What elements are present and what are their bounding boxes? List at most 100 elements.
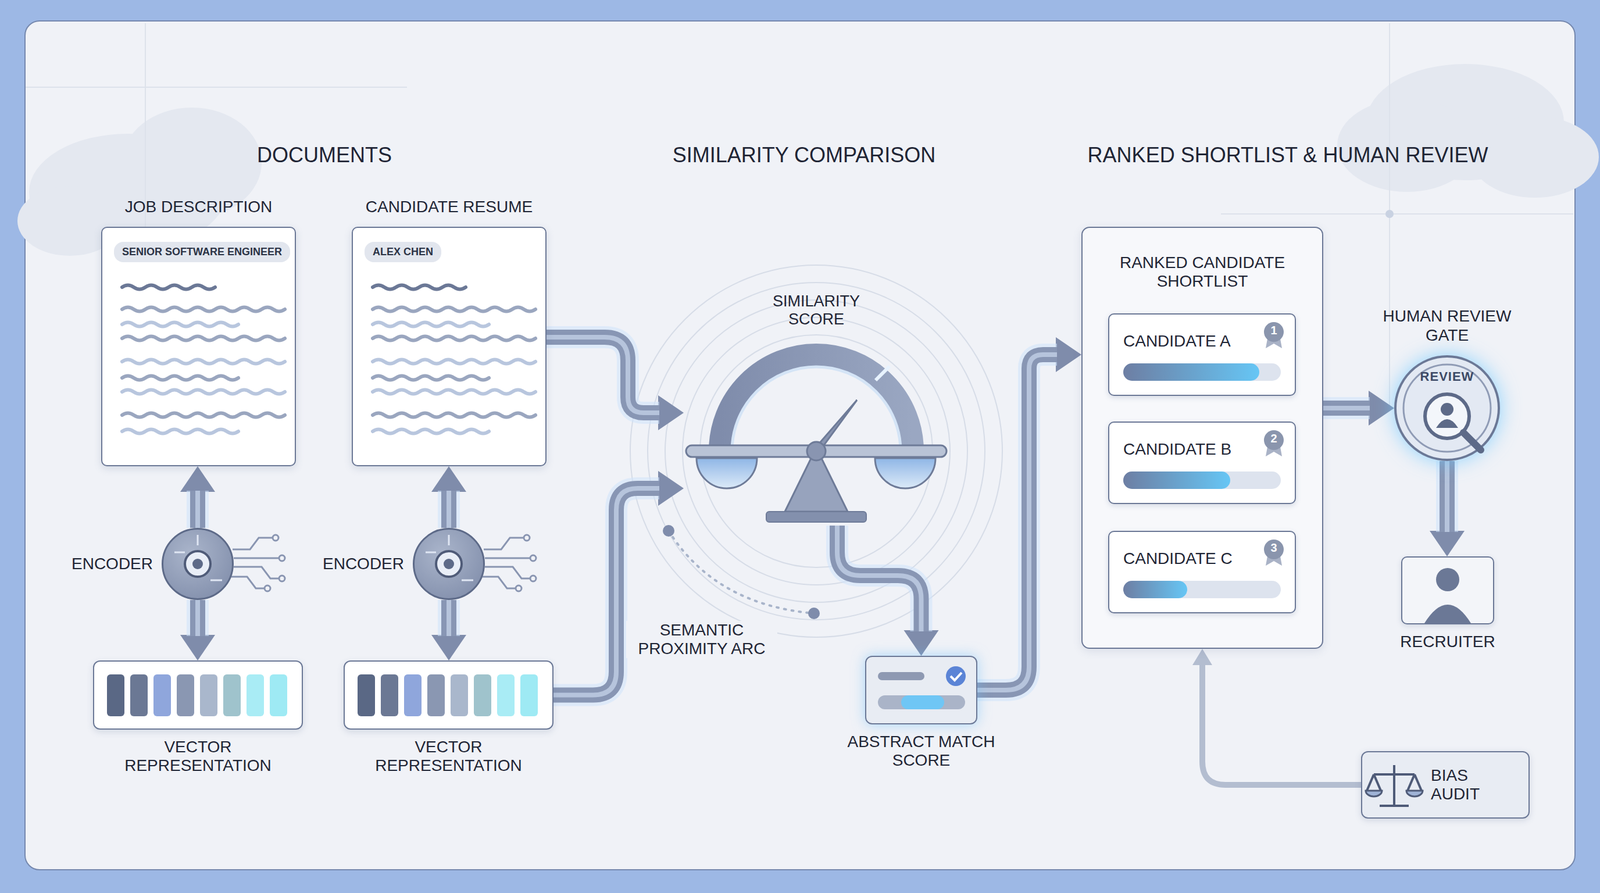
doc-node: CANDIDATE RESUMEALEX CHEN bbox=[351, 226, 547, 467]
connector-core bbox=[553, 488, 660, 696]
connector-glow bbox=[553, 488, 660, 696]
node-icon bbox=[163, 529, 232, 599]
text-wave bbox=[122, 307, 285, 312]
recruiter-label: RECRUITER bbox=[1400, 632, 1495, 652]
score-label: ABSTRACT MATCH SCORE bbox=[843, 732, 1000, 771]
person-head bbox=[1436, 568, 1460, 592]
connector-glow bbox=[837, 525, 922, 632]
connector-core bbox=[195, 600, 200, 637]
arrow-head bbox=[180, 466, 216, 492]
encoder-trace bbox=[174, 534, 223, 581]
connector-line bbox=[977, 354, 1057, 691]
cand-node: CANDIDATE A 1 bbox=[1108, 313, 1296, 396]
connector-glow bbox=[437, 490, 460, 528]
enc-node: ENCODER bbox=[412, 527, 485, 600]
text-wave bbox=[372, 322, 489, 327]
person-head bbox=[1440, 402, 1454, 416]
node-icon bbox=[1362, 752, 1427, 818]
node-icon bbox=[352, 227, 548, 468]
flow-connector bbox=[553, 470, 684, 696]
scale-pan bbox=[1365, 790, 1423, 797]
connector-core bbox=[837, 525, 922, 632]
score-fill bbox=[901, 695, 945, 710]
connector-core bbox=[977, 354, 1057, 691]
check-mark bbox=[950, 672, 962, 681]
scale-icon bbox=[1366, 765, 1422, 806]
lens-handle bbox=[1463, 432, 1481, 450]
person-body bbox=[1436, 419, 1459, 428]
scale-figure bbox=[686, 355, 947, 523]
section-header: SIMILARITY COMPARISON bbox=[542, 143, 1066, 168]
node-icon bbox=[866, 656, 979, 726]
connector-line bbox=[441, 600, 457, 637]
arrow-head bbox=[1055, 337, 1082, 373]
gate-title: HUMAN REVIEW GATE bbox=[1365, 306, 1529, 345]
text-wave bbox=[122, 359, 285, 364]
doc-node: JOB DESCRIPTIONSENIOR SOFTWARE ENGINEER bbox=[101, 226, 296, 467]
vector-cell bbox=[153, 674, 171, 717]
arrow-head bbox=[658, 470, 684, 506]
rank-number: 3 bbox=[1263, 541, 1285, 555]
arrow-head bbox=[431, 466, 467, 492]
scale-label: SIMILARITY SCORE bbox=[752, 292, 881, 330]
candidate-name: CANDIDATE C bbox=[1123, 549, 1233, 569]
section-header: RANKED SHORTLIST & HUMAN REVIEW bbox=[1026, 143, 1550, 168]
arrow-head bbox=[1429, 530, 1465, 557]
connector-line bbox=[546, 337, 660, 413]
encoder-label: ENCODER bbox=[71, 554, 153, 574]
connector-core bbox=[1323, 405, 1370, 411]
score-line bbox=[877, 672, 925, 681]
section-header: DOCUMENTS bbox=[62, 143, 587, 168]
flow-connector bbox=[180, 466, 216, 528]
audit-connector bbox=[1192, 648, 1362, 785]
scale-node: SIMILARITY SCORE bbox=[683, 295, 949, 526]
candidate-name: CANDIDATE A bbox=[1123, 331, 1231, 351]
review-node: HUMAN REVIEW GATEREVIEW bbox=[1394, 355, 1500, 462]
text-wave bbox=[372, 429, 489, 434]
vector-cell bbox=[176, 674, 195, 717]
vector-label: VECTOR REPRESENTATION bbox=[355, 737, 542, 776]
vector-cell bbox=[106, 674, 125, 717]
node-icon bbox=[414, 529, 484, 599]
flow-connector bbox=[1323, 390, 1395, 426]
text-wave bbox=[372, 336, 536, 341]
text-wave bbox=[372, 285, 466, 290]
annotation-label: SEMANTIC PROXIMITY ARC bbox=[626, 620, 778, 659]
vector-cell bbox=[497, 674, 515, 717]
connector-line bbox=[190, 490, 206, 528]
vector-cell bbox=[130, 674, 148, 717]
proximity-rings bbox=[630, 265, 1003, 638]
vector-cell bbox=[404, 674, 422, 717]
arrow-head bbox=[658, 395, 684, 431]
text-wave bbox=[122, 429, 239, 434]
connector-core bbox=[1444, 461, 1450, 532]
gate-word: REVIEW bbox=[1396, 369, 1498, 385]
flow-connector bbox=[431, 466, 467, 528]
text-wave bbox=[122, 413, 285, 418]
encoder-core bbox=[436, 551, 462, 577]
doc-tag: ALEX CHEN bbox=[364, 241, 442, 263]
vector-cell bbox=[246, 674, 264, 717]
connector-core bbox=[446, 600, 452, 637]
vector-label: VECTOR REPRESENTATION bbox=[105, 737, 292, 776]
vector-cell bbox=[427, 674, 445, 717]
node-icon bbox=[102, 227, 298, 468]
connector-line bbox=[837, 525, 922, 632]
connector-line bbox=[190, 600, 206, 637]
connector-line bbox=[441, 490, 457, 528]
encoder-core bbox=[184, 551, 211, 577]
circuit-lines bbox=[231, 534, 537, 592]
vec-node: VECTOR REPRESENTATION bbox=[93, 660, 303, 730]
vector-cell bbox=[223, 674, 241, 717]
connector-glow bbox=[437, 600, 460, 637]
vector-cell bbox=[520, 674, 538, 717]
rank-ribbon: 1 bbox=[1263, 321, 1285, 349]
text-wave bbox=[122, 390, 285, 395]
vector-cell bbox=[450, 674, 469, 717]
panel-title: RANKED CANDIDATE SHORTLIST bbox=[1100, 253, 1305, 292]
text-wave bbox=[122, 285, 216, 290]
abs-node: ABSTRACT MATCH SCORE bbox=[865, 655, 978, 725]
score-fill bbox=[1123, 471, 1231, 489]
connector-line bbox=[1202, 663, 1362, 785]
text-wave bbox=[122, 322, 239, 327]
